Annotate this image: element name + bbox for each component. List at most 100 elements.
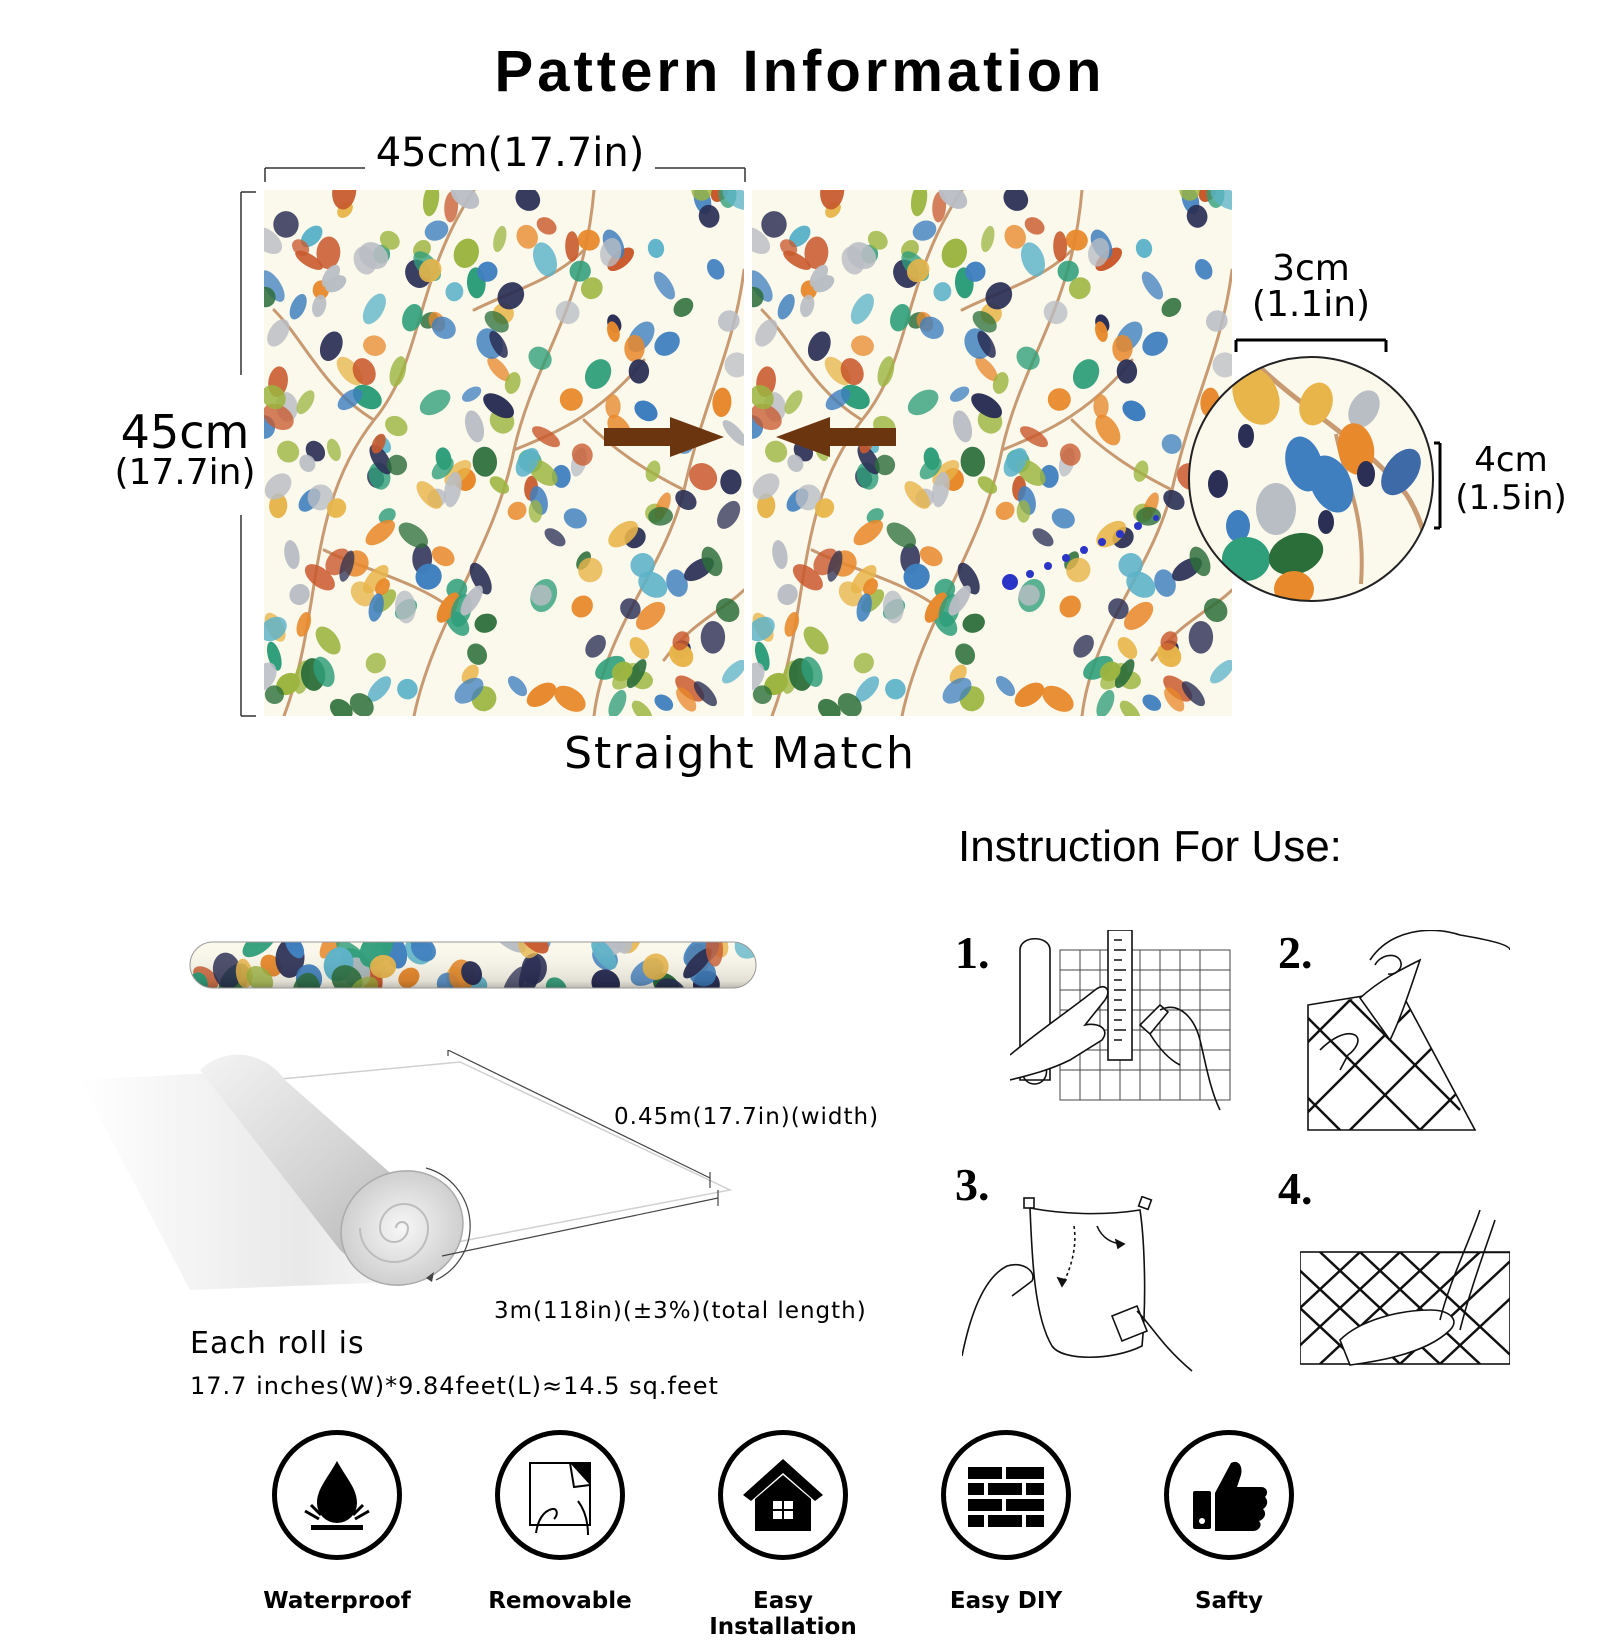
leaf <box>319 331 343 361</box>
leaf <box>1181 681 1205 707</box>
leaf <box>752 384 774 410</box>
leaf <box>544 528 566 547</box>
instructions-title: Instruction For Use: <box>958 822 1342 871</box>
leaf <box>337 388 363 411</box>
leaf <box>1003 448 1028 477</box>
leaf <box>1004 224 1026 249</box>
leaf <box>1066 557 1091 583</box>
zoom-width-in: (1.1in) <box>1251 284 1371 325</box>
unrolled-wallpaper-diagram <box>80 1050 733 1290</box>
feature-easy-diy: Easy DIY <box>916 1430 1096 1614</box>
leaf <box>975 356 998 382</box>
leaf <box>307 484 334 511</box>
leaf <box>752 662 765 692</box>
leaf <box>675 489 697 511</box>
leaf <box>919 316 944 339</box>
leaf <box>304 564 335 591</box>
leaf <box>1142 331 1168 356</box>
pattern-height-cm: 45cm <box>120 405 250 459</box>
leaf <box>645 460 661 482</box>
feature-label: Easy Installation <box>709 1588 857 1640</box>
leaf <box>352 358 376 386</box>
leaf <box>299 454 316 472</box>
leaf <box>624 334 645 362</box>
leaf <box>431 457 454 480</box>
leaf <box>972 311 997 333</box>
feature-waterproof: Waterproof <box>247 1430 427 1614</box>
leaf <box>971 393 1003 419</box>
leaf <box>484 311 509 333</box>
leaf <box>312 294 327 318</box>
step-4-number: 4. <box>1278 1163 1313 1214</box>
leaf <box>654 331 680 356</box>
leaf <box>467 643 488 665</box>
leaf <box>398 522 428 549</box>
leaf <box>327 498 347 518</box>
leaf <box>706 258 725 280</box>
leaf <box>885 678 906 700</box>
leaf <box>850 293 874 325</box>
leaf <box>1072 359 1100 390</box>
leaf <box>1203 598 1228 623</box>
leaf <box>461 386 482 402</box>
zoom-height-in: (1.5in) <box>1455 478 1567 518</box>
leaf <box>453 238 479 268</box>
leaf <box>1124 601 1154 630</box>
leaf <box>788 225 811 248</box>
leaf <box>985 282 1013 310</box>
leaf <box>1024 217 1045 235</box>
leaf <box>264 226 283 255</box>
leaf <box>795 484 822 511</box>
leaf <box>948 585 971 616</box>
leaf <box>464 410 485 443</box>
leaf <box>264 270 285 302</box>
leaf <box>1194 258 1213 280</box>
leaf <box>977 330 996 358</box>
step-3-number: 3. <box>955 1159 990 1210</box>
leaf <box>820 190 845 210</box>
leaf <box>608 520 639 548</box>
peel-icon <box>529 1462 591 1536</box>
leaf <box>1059 443 1081 466</box>
leaf <box>630 553 655 578</box>
leaf <box>700 621 726 654</box>
leaf <box>1179 190 1200 201</box>
leaf <box>600 237 622 267</box>
leaf <box>715 598 740 623</box>
leaf <box>528 346 552 370</box>
leaf <box>1073 634 1094 658</box>
leaf <box>804 236 829 270</box>
leaf <box>965 261 986 282</box>
leaf <box>784 390 803 415</box>
leaf <box>752 286 764 308</box>
leaf <box>329 698 353 716</box>
leaf <box>752 685 772 705</box>
step-1-measure-cut-icon <box>1010 930 1231 1111</box>
leaf <box>825 388 851 411</box>
leaf <box>722 420 744 446</box>
leaf <box>780 239 798 256</box>
thumbs-up-icon <box>1193 1461 1268 1531</box>
leaf <box>863 578 878 596</box>
leaf <box>1099 661 1121 682</box>
leaf <box>672 631 690 651</box>
leaf <box>477 261 498 282</box>
feature-label: Safty <box>1194 1588 1264 1614</box>
leaf <box>1210 659 1232 684</box>
leaf <box>931 471 950 508</box>
leaf <box>1032 528 1054 547</box>
leaf <box>516 224 538 249</box>
arrow-left-icon <box>776 417 896 457</box>
leaf <box>636 601 666 630</box>
leaf <box>1042 685 1074 712</box>
leaf <box>339 550 355 582</box>
leaf <box>752 616 775 642</box>
pattern-width-label: 45cm(17.7in) <box>375 130 645 176</box>
leaf <box>698 204 720 228</box>
leaf <box>489 476 510 494</box>
leaf <box>515 190 541 211</box>
leaf <box>941 238 967 268</box>
leaf <box>1161 297 1182 317</box>
leaf <box>1088 237 1110 267</box>
leaf <box>1154 569 1176 597</box>
